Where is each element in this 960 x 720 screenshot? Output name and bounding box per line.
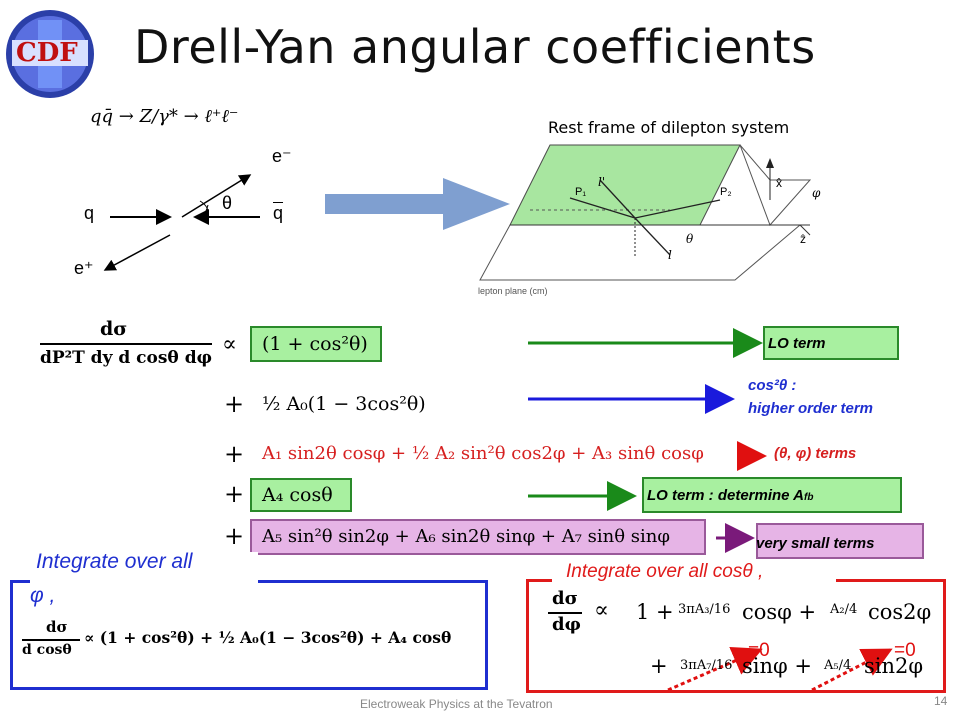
lo-term-box bbox=[250, 326, 382, 362]
transform-arrow bbox=[325, 178, 510, 230]
dilepton-frame-diagram bbox=[479, 144, 812, 281]
process-formula: qq̄ → Z/γ* → ℓ⁺ℓ⁻ bbox=[90, 106, 239, 127]
cos2-label-line1: cos²θ : bbox=[748, 377, 797, 394]
term-1: ½ A₀(1 − 3cos²θ) bbox=[262, 393, 426, 415]
collision-diagram bbox=[103, 174, 260, 271]
page-title: Drell-Yan angular coefficients bbox=[134, 20, 816, 74]
integrate-phi-title-line2: φ , bbox=[30, 584, 56, 607]
cdf-logo-text: CDF bbox=[16, 38, 78, 68]
cos-row2-c: sinφ + bbox=[742, 654, 812, 678]
p2-label: P₂ bbox=[720, 186, 732, 198]
plus-1: + bbox=[224, 390, 245, 418]
phi-eq-denominator: d cosθ bbox=[22, 642, 72, 658]
frame-caption: Rest frame of dilepton system bbox=[548, 118, 790, 137]
theta-phi-label: (θ, φ) terms bbox=[774, 445, 857, 462]
cos-eq-bar bbox=[548, 612, 582, 614]
phi-eq-rhs: ∝ (1 + cos²θ) + ½ A₀(1 − 3cos²θ) + A₄ co… bbox=[84, 628, 452, 647]
plus-4: + bbox=[224, 522, 245, 550]
cos-eq-denominator: dφ bbox=[552, 614, 581, 635]
afb-term-box bbox=[250, 478, 352, 512]
lo-fb-subscript: fb bbox=[803, 492, 814, 503]
cos-row1-b: 3πA₃/16 bbox=[678, 602, 731, 617]
cos-eq-prop: ∝ bbox=[594, 598, 609, 623]
p1-label: P₁ bbox=[575, 186, 587, 198]
integrate-cos-title: Integrate over all cosθ , bbox=[566, 561, 764, 582]
lprime-label: l' bbox=[598, 175, 606, 189]
lo-fb-label-text: LO term : determine A bbox=[647, 487, 804, 504]
zero-right: =0 bbox=[894, 640, 916, 661]
phi-eq-bar bbox=[22, 639, 80, 641]
proportional-sign: ∝ bbox=[222, 332, 237, 357]
theta-label-right: θ bbox=[686, 232, 694, 246]
l-label: l bbox=[668, 248, 672, 262]
very-small-label-box bbox=[756, 523, 924, 559]
cos-eq-numerator: dσ bbox=[552, 588, 578, 609]
term-0: (1 + cos²θ) bbox=[262, 333, 368, 355]
page-number: 14 bbox=[934, 694, 948, 708]
integrate-cos-title-bg bbox=[552, 562, 836, 590]
lo-fb-label: LO term : determine Afb bbox=[647, 487, 813, 504]
lhs-numerator: dσ bbox=[100, 318, 128, 340]
lo-term-label-box bbox=[763, 326, 899, 360]
phi-eq-numerator: dσ bbox=[46, 618, 68, 636]
phi-label-frame: φ bbox=[812, 186, 821, 200]
term-4: A₅ sin²θ sin2φ + A₆ sin2θ sinφ + A₇ sinθ… bbox=[262, 526, 670, 547]
lhs-denominator: dP²T dy d cosθ dφ bbox=[40, 348, 212, 368]
cos-row2-d: A₅/4 bbox=[824, 658, 852, 673]
cos-row1-e: cos2φ bbox=[868, 600, 932, 624]
footer-text: Electroweak Physics at the Tevatron bbox=[360, 697, 553, 711]
cos-row1-c: cosφ + bbox=[742, 600, 817, 624]
integrate-phi-title-line1: Integrate over all bbox=[36, 550, 193, 573]
plus-3: + bbox=[224, 480, 245, 508]
lo-term-label: LO term bbox=[768, 335, 826, 352]
lhs-fraction-bar bbox=[40, 343, 212, 345]
cos2-label-line2: higher order term bbox=[748, 400, 874, 417]
cdf-logo-icon bbox=[6, 10, 94, 98]
theta-label-left: θ bbox=[222, 193, 233, 213]
cos-row1-d: A₂/4 bbox=[830, 602, 858, 617]
cos-row1-a: 1 + bbox=[636, 600, 674, 624]
very-small-label: very small terms bbox=[756, 535, 875, 552]
lo-fb-label-box bbox=[642, 477, 902, 513]
term-3: A₄ cosθ bbox=[262, 484, 333, 506]
electron-label: e⁻ bbox=[272, 146, 292, 166]
positron-label: e⁺ bbox=[74, 258, 94, 278]
small-terms-box bbox=[250, 519, 706, 555]
antiquark-label: q bbox=[273, 203, 284, 223]
cdf-logo: CDF bbox=[4, 8, 96, 100]
term-2: A₁ sin2θ cosφ + ½ A₂ sin²θ cos2φ + A₃ si… bbox=[262, 443, 704, 464]
cos-row2-b: 3πA₇/16 bbox=[680, 658, 733, 673]
plus-2: + bbox=[224, 440, 245, 468]
cos-row2-e: sin2φ bbox=[864, 654, 924, 678]
cos-row2-a: + bbox=[650, 654, 668, 678]
z-axis-label: ẑ bbox=[800, 232, 806, 246]
x-axis-label: x̂ bbox=[776, 176, 782, 190]
quark-label: q bbox=[84, 203, 95, 223]
lepton-plane-label: lepton plane (cm) bbox=[478, 286, 548, 296]
integrate-phi-title-bg bbox=[30, 552, 258, 612]
zero-left: =0 bbox=[748, 640, 770, 661]
